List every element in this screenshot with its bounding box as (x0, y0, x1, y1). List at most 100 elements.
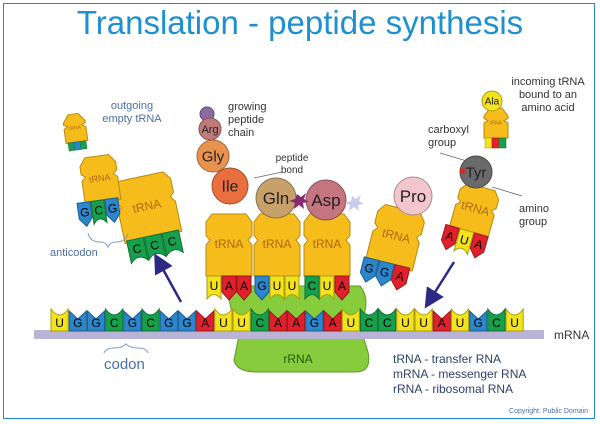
growing-chain-label: growing peptide chain (228, 101, 267, 139)
codon-brace (103, 343, 149, 354)
anticodon-base-G (76, 201, 93, 228)
base-letter: G (474, 316, 483, 330)
mrna-base-24: G (469, 309, 488, 332)
mrna-base-5: G (123, 309, 142, 332)
amino-group-pointer (491, 186, 523, 197)
anticodon-base-U (284, 275, 300, 301)
mrna-base-1: U (50, 307, 69, 332)
anticodon-letter: U (458, 232, 470, 248)
anticodon-letter: A (338, 279, 346, 293)
carboxyl-group-label: carboxyl group (428, 124, 469, 149)
mrna-base-26: U (505, 307, 524, 332)
copyright: Copyright: Public Domain (509, 408, 588, 415)
peptide-bond-label: peptide bond (275, 153, 309, 176)
mini-base (491, 137, 500, 149)
amino-acid-gln: Gln (255, 177, 297, 219)
anticodon-letter: U (210, 279, 219, 293)
carboxyl-pointer (439, 152, 471, 163)
anticodon-letter: C (149, 237, 161, 253)
mrna-base-9: A (196, 309, 215, 332)
mrna-base-25: C (487, 307, 506, 332)
carboxyl-dot (460, 168, 466, 174)
amino-acid-label: Asp (311, 191, 340, 210)
incoming-ala-trna: tRNA (483, 107, 509, 149)
mrna-base-3: G (86, 309, 106, 332)
anticodon-letter: G (257, 279, 266, 293)
small-outgoing-trna: tRNA (62, 112, 89, 152)
trna-label: tRNA (88, 172, 111, 185)
rrna-label: rRNA (283, 352, 312, 366)
mrna-base-23: U (450, 307, 470, 332)
anticodon-base-U (453, 228, 475, 257)
amino-acid-asp: Asp (305, 179, 347, 221)
amino-acid-gly: Gly (196, 139, 230, 173)
anticodon-base-G (104, 197, 121, 224)
legend-rrna: rRNA - ribosomal RNA (393, 382, 514, 396)
peptide-bond-pointer (253, 171, 283, 179)
base-letter: U (346, 316, 355, 330)
mrna-base-6: C (141, 307, 160, 332)
amino-acid-label: Gly (202, 148, 225, 165)
base-letter: G (128, 316, 137, 330)
mrna-base-14: A (287, 309, 306, 332)
anticodon-letter: U (273, 279, 282, 293)
mrna-base-19: C (378, 307, 397, 332)
anticodon-letter: G (363, 261, 375, 277)
page-title: Translation - peptide synthesis (76, 4, 524, 41)
mrna-base-12: C (250, 307, 269, 332)
anticodon-letter: G (378, 264, 390, 280)
base-letter: U (419, 316, 428, 330)
mrna-base-2: G (68, 309, 87, 332)
anticodon-base-A (469, 232, 489, 259)
mrna-base-16: A (323, 309, 342, 332)
anticodon-base-A (390, 264, 411, 291)
exit-arrow (154, 253, 183, 303)
trna-label: tRNA (490, 121, 503, 127)
trna-body (303, 213, 351, 277)
mrna-base-18: C (359, 307, 379, 332)
codon-label: codon (104, 356, 145, 373)
anticodon-base-A (236, 275, 252, 301)
anticodon-letter: U (323, 279, 332, 293)
anticodon-letter: A (395, 268, 406, 284)
amino-acid-label: Arg (201, 124, 218, 136)
anticodon-letter: U (288, 279, 297, 293)
mrna-base-22: A (432, 309, 451, 332)
mrna-base-7: G (159, 309, 178, 332)
mrna-base-15: G (305, 309, 324, 332)
anticodon-base-U (319, 275, 335, 301)
anticodon-base-G (375, 260, 395, 287)
anticodon-base-C (126, 236, 149, 265)
anticodon-base-G (359, 256, 380, 283)
mrna-base-11: U (232, 307, 251, 332)
trna-label: tRNA (381, 226, 412, 247)
anticodon-letter: C (131, 241, 143, 257)
anticodon-letter: G (107, 201, 118, 216)
legend-trna: tRNA - transfer RNA (393, 352, 502, 366)
amino-acid-label: Tyr (466, 164, 487, 181)
peptide-bond-marker (289, 193, 309, 209)
mrna-label: mRNA (554, 328, 590, 342)
base-letter: C (146, 316, 155, 330)
anticodon-letter: C (93, 203, 104, 218)
incoming-trna-label: incoming tRNA bound to an amino acid (511, 76, 585, 114)
anticodon-letter: C (167, 234, 179, 250)
legend-mrna: mRNA - messenger RNA (393, 367, 527, 381)
base-letter: G (310, 316, 319, 330)
mini-base (498, 137, 507, 149)
anticodon-base-U (269, 275, 285, 301)
base-letter: C (255, 316, 264, 330)
amino-acid-label: Ile (222, 179, 239, 196)
anticodon-brace (87, 232, 129, 249)
amino-acid-pro: Pro (393, 176, 433, 216)
base-letter: G (182, 316, 191, 330)
anticodon-label: anticodon (50, 247, 98, 259)
mini-base (79, 140, 88, 150)
trna-body (79, 154, 122, 205)
anticodon-base-G (254, 275, 270, 301)
amino-acid-label: Gln (263, 189, 289, 208)
mrna-base-10: U (214, 307, 233, 332)
amino-group-label: amino group (519, 203, 549, 228)
